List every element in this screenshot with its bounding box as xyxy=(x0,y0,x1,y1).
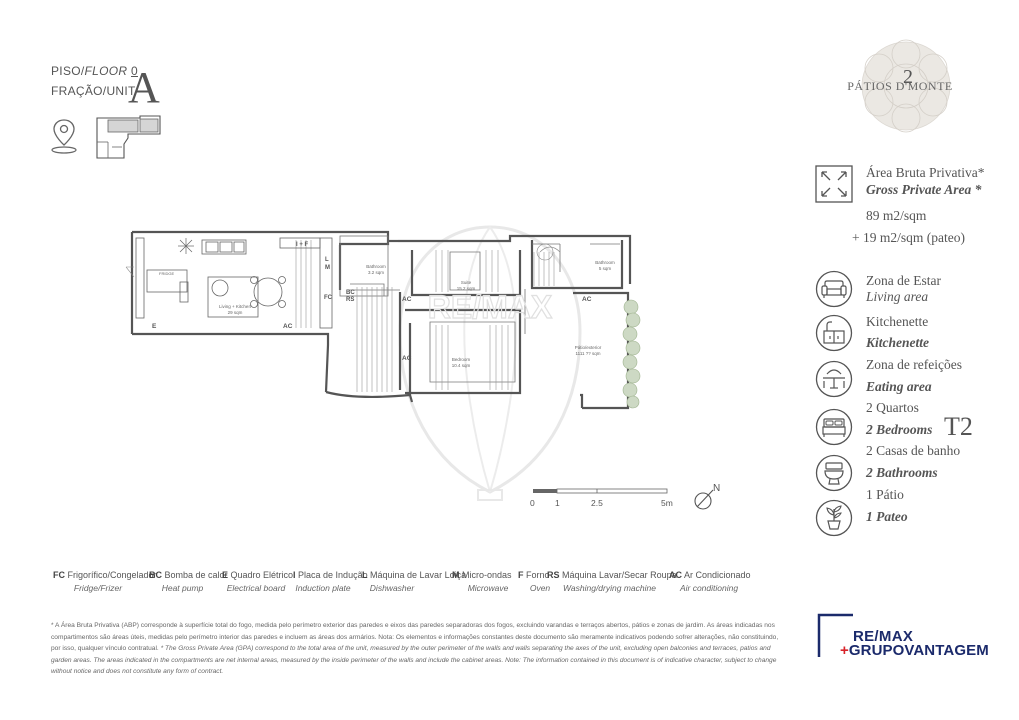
footnote: * A Área Bruta Privativa (ABP) correspon… xyxy=(51,620,787,678)
room-bed2-area: 10.4 sqm xyxy=(451,363,471,368)
room-living-name: Living + Kitchen xyxy=(219,304,251,309)
room-patio-name: Pátio/exterior xyxy=(574,345,602,350)
location-pin-icon xyxy=(51,119,77,154)
site-plan-thumbnail xyxy=(96,115,161,159)
room-bed2-name: Bedroom xyxy=(451,357,471,362)
legend-bc: BC Bomba de calor xyxy=(149,570,228,580)
room-suite-name: Suite xyxy=(460,280,472,285)
logo-number: 2 xyxy=(903,66,913,88)
kitchenette-icon xyxy=(815,314,853,352)
code-fridge: FRIDGE xyxy=(159,271,175,276)
floor-number: 0 xyxy=(131,64,138,78)
legend-e: E Quadro Elétrico xyxy=(222,570,294,580)
code-bc: BC xyxy=(346,290,355,296)
patios-flower-logo-icon xyxy=(861,39,951,133)
feature-bedrooms-en: 2 Bedrooms xyxy=(866,422,933,437)
legend-l: L Máquina de Lavar Loiça xyxy=(362,570,467,580)
scale-label-2-5: 2.5 xyxy=(591,498,603,508)
feature-living-pt: Zona de Estar xyxy=(866,273,941,288)
feature-dining-pt: Zona de refeições xyxy=(866,357,962,372)
feature-kitchenette-en: Kitchenette xyxy=(866,335,929,350)
footnote-pt: * A Área Bruta Privativa (ABP) correspon… xyxy=(51,622,779,652)
legend-fc: FC Frigorífico/Congelador xyxy=(53,570,157,580)
legend-ac-en: Air conditioning xyxy=(679,583,739,593)
code-ac-living: AC xyxy=(283,323,293,330)
code-ac-hall: AC xyxy=(582,296,592,303)
code-if: I + F xyxy=(296,242,309,248)
feature-dining-en: Eating area xyxy=(866,379,932,394)
scale-label-5m: 5m xyxy=(661,498,673,508)
room-patio-area: 1111 ?? sqm xyxy=(575,351,601,356)
scale-label-1: 1 xyxy=(555,498,560,508)
area-value: 89 m2/sqm xyxy=(866,208,927,223)
area-patio: + 19 m2/sqm (pateo) xyxy=(852,230,965,245)
scale-label-0: 0 xyxy=(530,498,535,508)
legend-rs-en: Washing/drying machine xyxy=(563,583,656,593)
code-ac-suite: AC xyxy=(402,296,412,303)
feature-bedrooms-pt: 2 Quartos xyxy=(866,400,919,415)
bed-icon xyxy=(815,408,853,446)
floor-label-en: FLOOR xyxy=(84,64,128,78)
room-bath2-name: Bathroom xyxy=(595,260,615,265)
unit-letter: A xyxy=(128,63,160,112)
area-label-en: Gross Private Area * xyxy=(866,182,982,197)
feature-bathrooms-en: 2 Bathrooms xyxy=(866,465,938,480)
logo-title: PÁTIOS D'MONTE xyxy=(847,79,953,93)
floor-label-pt: PISO/ xyxy=(51,64,85,78)
floor-label: PISO/FLOOR 0 xyxy=(51,64,138,78)
toilet-icon xyxy=(815,454,853,492)
dining-table-icon xyxy=(815,360,853,398)
plant-icon xyxy=(815,499,853,537)
legend-e-en: Electrical board xyxy=(226,583,286,593)
grupo-vantagem-text: +GRUPOVANTAGEM xyxy=(840,642,989,659)
north-arrow-icon xyxy=(694,489,714,510)
room-suite-area: 15.2 sqm xyxy=(456,286,476,291)
area-label-pt: Área Bruta Privativa* xyxy=(866,165,985,180)
feature-patio-pt: 1 Pátio xyxy=(866,487,904,502)
sofa-icon xyxy=(815,270,853,308)
feature-patio-en: 1 Pateo xyxy=(866,509,908,524)
typology: T2 xyxy=(944,412,973,441)
code-m: M xyxy=(325,265,330,271)
watermark-text: RE/MAX xyxy=(428,289,553,325)
remax-logo-text: RE/MAX xyxy=(853,628,914,645)
legend-i: I Placa de Indução xyxy=(293,570,368,580)
code-rs: RS xyxy=(346,297,355,303)
legend-ac: AC Ar Condicionado xyxy=(669,570,751,580)
north-label: N xyxy=(713,483,721,494)
legend-fc-en: Fridge/Frizer xyxy=(73,583,123,593)
code-fc: FC xyxy=(324,295,332,301)
legend-m: M Micro-ondas xyxy=(452,570,512,580)
code-l: L xyxy=(325,257,329,263)
legend-i-en: Induction plate xyxy=(295,583,351,593)
legend-rs: RS Máquina Lavar/Secar Roupa xyxy=(547,570,677,580)
room-bath1-area: 3.2 sqm xyxy=(367,270,384,275)
room-living-area: 29 sqm xyxy=(227,310,243,315)
feature-kitchenette-pt: Kitchenette xyxy=(866,314,929,329)
legend-l-en: Dishwasher xyxy=(369,583,415,593)
scale-bar xyxy=(533,488,668,494)
expand-arrows-icon xyxy=(815,165,853,203)
legend-m-en: Microwave xyxy=(467,583,509,593)
remax-logo-frame-icon xyxy=(817,613,853,657)
room-bath1-name: Bathroom xyxy=(366,264,386,269)
code-e: E xyxy=(152,323,157,330)
unit-label: FRAÇÃO/UNIT xyxy=(51,84,136,98)
feature-living-en: Living area xyxy=(866,289,929,304)
room-bath2-area: 5 sqm xyxy=(598,266,612,271)
footnote-en: * The Gross Private Area (GPA) correspon… xyxy=(51,645,777,675)
code-ac-bedroom: AC xyxy=(402,355,412,362)
feature-bathrooms-pt: 2 Casas de banho xyxy=(866,443,961,458)
floor-plan: RE/MAX xyxy=(125,225,641,501)
legend-f-en: Oven xyxy=(529,583,551,593)
legend-f: F Forno xyxy=(518,570,550,580)
legend-bc-en: Heat pump xyxy=(161,583,204,593)
